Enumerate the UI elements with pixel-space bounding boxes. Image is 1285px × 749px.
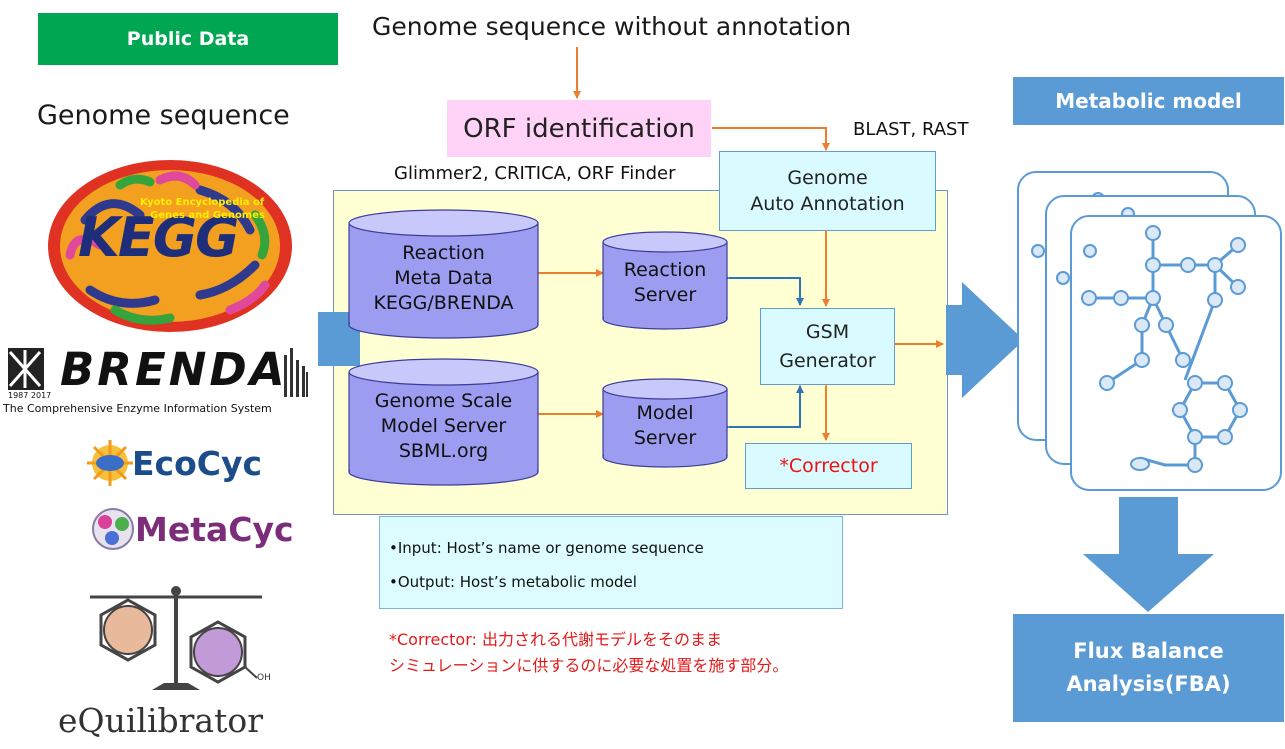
brenda-subtitle: The Comprehensive Enzyme Information Sys… <box>3 402 272 415</box>
genome-scale-line1: Genome Scale <box>374 389 513 412</box>
fba-line2: Analysis(FBA) <box>1066 672 1231 696</box>
brenda-title: BRENDA <box>60 343 288 396</box>
brenda-logo <box>8 348 308 397</box>
fba-line1: Flux Balance <box>1073 639 1224 663</box>
io-input-line: •Input: Host’s name or genome sequence <box>389 539 704 557</box>
reaction-server-db: Reaction Server <box>603 250 727 316</box>
model-server-line1: Model <box>636 402 694 424</box>
model-server-line2: Server <box>633 427 697 449</box>
io-description-box: •Input: Host’s name or genome sequence •… <box>379 516 843 609</box>
public-data-badge: Public Data <box>38 13 338 65</box>
kegg-subtitle-1: Kyoto Encyclopedia of <box>140 197 265 208</box>
cylinder-model-server <box>602 378 728 468</box>
metacyc-title: MetaCyc <box>135 510 294 549</box>
reaction-meta-line2: Meta Data <box>394 266 493 289</box>
gsm-generator-box: GSM Generator <box>760 308 895 385</box>
kegg-subtitle-2: Genes and Genomes <box>150 210 265 221</box>
fba-badge: Flux Balance Analysis(FBA) <box>1013 614 1284 722</box>
orf-tools-label: Glimmer2, CRITICA, ORF Finder <box>394 163 676 184</box>
genome-scale-db: Genome Scale Model Server SBML.org <box>349 380 538 472</box>
arrow-model-server-gsm <box>722 385 804 431</box>
brenda-years: 1987 2017 <box>8 391 52 400</box>
genome-scale-line2: Model Server <box>380 414 507 437</box>
arrow-orf-to-annotation <box>712 127 830 151</box>
equilibrator-logo <box>90 586 262 690</box>
corrector-note-line2: シミュレーションに供するのに必要な処置を施す部分。 <box>389 656 789 675</box>
genome-auto-annotation-box: Genome Auto Annotation <box>719 151 936 231</box>
equilibrator-title: eQuilibrator <box>58 701 263 740</box>
reaction-server-line2: Server <box>633 284 697 306</box>
io-output-line: •Output: Host’s metabolic model <box>389 573 637 591</box>
genome-scale-line3: SBML.org <box>398 439 489 462</box>
equil-oh: OH <box>257 673 271 683</box>
metabolic-network-cards <box>1017 171 1282 491</box>
metacyc-icon <box>92 508 134 550</box>
fba-down-arrow <box>1083 497 1214 612</box>
kegg-title: KEGG <box>78 206 239 269</box>
corrector-box: *Corrector <box>745 443 912 489</box>
reaction-server-line1: Reaction <box>623 259 707 281</box>
ecocyc-icon <box>87 440 133 486</box>
genome-without-annotation-label: Genome sequence without annotation <box>372 12 852 41</box>
kegg-logo <box>48 160 292 332</box>
reaction-meta-line3: KEGG/BRENDA <box>373 291 514 314</box>
metabolic-model-badge: Metabolic model <box>1013 77 1284 125</box>
corrector-note: *Corrector: 出力される代謝モデルをそのまま シミュレーションに供する… <box>389 627 788 679</box>
cylinder-genome-scale <box>348 358 539 486</box>
reaction-meta-db: Reaction Meta Data KEGG/BRENDA <box>349 232 538 324</box>
arrow-reaction-server-gsm <box>722 274 804 306</box>
cylinder-reaction-server <box>602 231 728 330</box>
model-server-db: Model Server <box>603 397 727 455</box>
genome-sequence-label: Genome sequence <box>37 100 290 131</box>
corrector-note-line1: *Corrector: 出力される代謝モデルをそのまま <box>389 630 722 649</box>
cylinder-reaction-meta <box>348 209 539 339</box>
reaction-meta-line1: Reaction <box>402 241 485 264</box>
blast-rast-label: BLAST, RAST <box>853 119 969 140</box>
annotation-line1: Genome <box>787 167 868 189</box>
gsm-line2: Generator <box>779 349 876 372</box>
annotation-line2: Auto Annotation <box>750 193 905 215</box>
gsm-line1: GSM <box>805 320 850 343</box>
output-big-arrow <box>946 282 1024 398</box>
orf-identification-box: ORF identification <box>447 100 711 157</box>
ecocyc-title: EcoCyc <box>132 444 263 483</box>
